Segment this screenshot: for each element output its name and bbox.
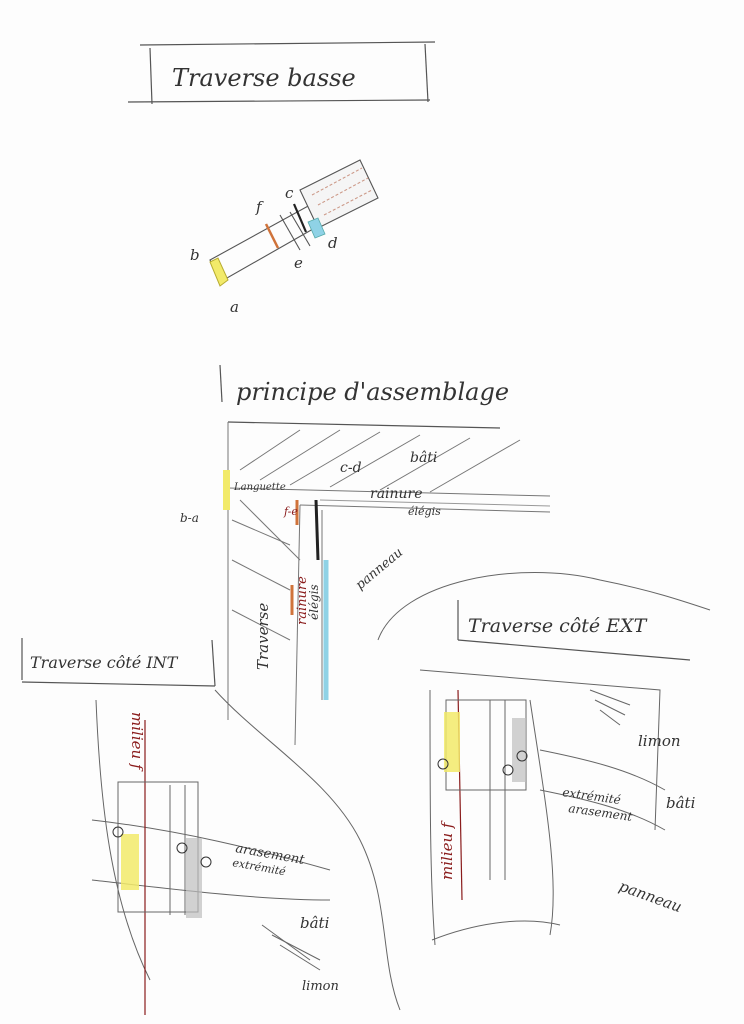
ext-circle-right	[516, 750, 528, 762]
assembly-title: principe d'assemblage	[236, 378, 509, 406]
int-circle-right	[200, 856, 212, 868]
int-title: Traverse côté INT	[30, 653, 179, 672]
label-fe: f-e	[283, 505, 298, 518]
label-c: c	[285, 184, 294, 202]
label-b: b	[190, 246, 200, 264]
label-a: a	[230, 298, 239, 316]
ext-grey-groove	[512, 718, 526, 782]
ext-bati-label: bâti	[666, 794, 696, 812]
ext-arasement-label: arasement	[568, 801, 634, 824]
yellow-end-face	[209, 257, 229, 287]
black-groove-vertical	[314, 499, 320, 561]
label-d: d	[328, 234, 338, 252]
int-bati-label: bâti	[300, 914, 330, 932]
assembly-drawing	[227, 422, 551, 746]
ext-yellow-tenon	[444, 712, 460, 772]
label-traverse-vertical: Traverse	[254, 603, 272, 670]
title-box	[127, 41, 436, 105]
int-milieu-label: milieu f	[128, 712, 146, 772]
label-bati-assembly: bâti	[410, 450, 437, 466]
ext-title: Traverse côté EXT	[468, 615, 648, 637]
ext-circle-mid	[502, 764, 514, 776]
main-title: Traverse basse	[172, 64, 356, 92]
ext-limon-label: limon	[638, 732, 681, 750]
label-elegis-v: élégis	[307, 584, 321, 620]
black-groove-line	[292, 203, 308, 233]
int-grey-groove	[186, 838, 202, 918]
ext-panneau-label: panneau	[617, 877, 685, 916]
label-rainure-v: rainure	[295, 576, 310, 625]
label-cd: c-d	[340, 460, 362, 476]
label-ba: b-a	[180, 511, 199, 525]
int-limon-label: limon	[302, 979, 339, 994]
int-circle-left	[112, 826, 124, 838]
label-elegis-h: élégis	[408, 505, 441, 518]
ext-title-box	[457, 600, 691, 661]
label-f: f	[255, 198, 264, 216]
label-languette: Languette	[233, 482, 286, 493]
groove-horizontal	[319, 499, 551, 507]
blue-tenon-face	[307, 217, 326, 239]
label-e: e	[294, 254, 303, 272]
assembly-title-frame	[219, 364, 501, 429]
ext-milieu-label: milieu f	[438, 820, 456, 880]
int-yellow-tenon	[121, 834, 139, 890]
ext-circle-left	[437, 758, 449, 770]
label-rainure-h: rainure	[370, 486, 423, 502]
label-panneau-assembly: panneau	[353, 545, 406, 593]
orange-shoulder-line	[264, 223, 280, 249]
yellow-languette-mark	[223, 470, 230, 510]
int-title-box	[21, 638, 216, 687]
int-circle-mid	[176, 842, 188, 854]
